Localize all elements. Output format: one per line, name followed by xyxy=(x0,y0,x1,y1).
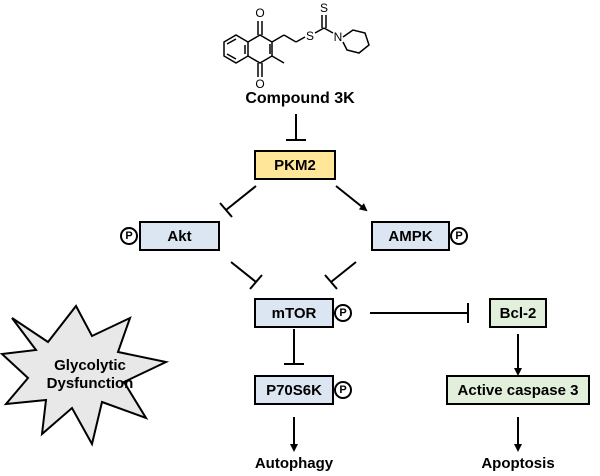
node-akt-label: Akt xyxy=(167,227,192,245)
node-p70s6k: P70S6K xyxy=(254,375,334,405)
outcome-autophagy: Autophagy xyxy=(254,455,334,472)
node-active-caspase-3-label: Active caspase 3 xyxy=(457,381,579,399)
node-ampk: AMPK xyxy=(371,221,450,251)
atom-oxygen-top: O xyxy=(255,6,264,20)
phospho-badge-ampk: P xyxy=(450,227,468,245)
node-akt: Akt xyxy=(139,221,220,251)
arrow-pkm2-ampk xyxy=(335,185,368,212)
glycolytic-dysfunction-burst xyxy=(0,304,170,447)
node-pkm2: PKM2 xyxy=(254,150,336,180)
inhibit-ampk-mtor xyxy=(330,261,357,283)
compound-name: Compound 3K xyxy=(245,90,355,107)
atom-sulfur-thioether: S xyxy=(306,29,314,43)
node-mtor-label: mTOR xyxy=(271,304,317,322)
burst-text-line1: Glycolytic xyxy=(54,357,126,374)
burst-text-line2: Dysfunction xyxy=(47,375,134,392)
node-ampk-label: AMPK xyxy=(388,227,433,245)
node-bcl2: Bcl-2 xyxy=(489,298,547,328)
compound-3k-structure: O O S S N xyxy=(223,1,370,90)
node-mtor: mTOR xyxy=(254,298,334,328)
phospho-badge-akt: P xyxy=(120,227,138,245)
atom-oxygen-bottom: O xyxy=(255,77,264,90)
node-pkm2-label: PKM2 xyxy=(274,156,316,174)
node-bcl2-label: Bcl-2 xyxy=(499,304,537,322)
outcome-apoptosis: Apoptosis xyxy=(481,455,555,472)
phospho-badge-mtor: P xyxy=(334,304,352,322)
phospho-badge-p70s6k: P xyxy=(334,381,352,399)
node-p70s6k-label: P70S6K xyxy=(266,381,322,399)
inhibit-pkm2-akt xyxy=(225,185,257,211)
atom-sulfur-thione: S xyxy=(320,1,328,15)
inhibit-akt-mtor xyxy=(230,261,257,283)
node-active-caspase-3: Active caspase 3 xyxy=(446,375,590,405)
atom-nitrogen: N xyxy=(334,30,343,44)
